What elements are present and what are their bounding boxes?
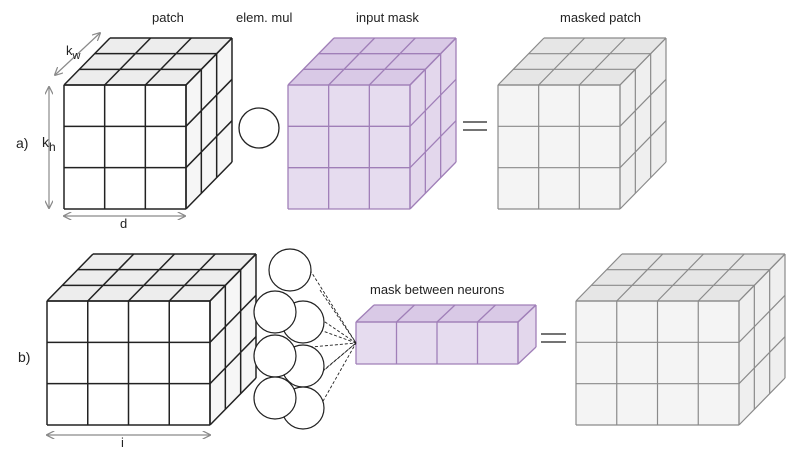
input-mask-cube (287, 37, 457, 210)
i-label: i (121, 435, 124, 450)
d-label: d (120, 216, 127, 231)
neuron-circle (268, 248, 312, 292)
kw-arrow (55, 33, 100, 75)
row-label-a: a) (16, 135, 28, 151)
equals-sign-b (541, 333, 566, 343)
input-mask-label: input mask (356, 10, 419, 25)
masked-patch-cube (497, 37, 667, 210)
equals-sign-a (463, 121, 487, 131)
kh-label: kh (42, 134, 56, 154)
elementwise-multiply-symbol (238, 107, 280, 149)
row-label-b: b) (18, 349, 30, 365)
patch-label: patch (152, 10, 184, 25)
mask-between-neurons-label: mask between neurons (370, 282, 505, 297)
neuron-stack (253, 248, 325, 430)
patch-cube (63, 37, 233, 210)
elem-mul-label: elem. mul (236, 10, 292, 25)
layer-input-cube (46, 253, 257, 426)
neuron-mask-bar (355, 304, 537, 365)
neuron-circle (253, 334, 297, 378)
neuron-circle (253, 290, 297, 334)
neuron-circle (253, 376, 297, 420)
kw-label: kw (66, 43, 81, 62)
layer-output-cube (575, 253, 786, 426)
masked-patch-label: masked patch (560, 10, 641, 25)
